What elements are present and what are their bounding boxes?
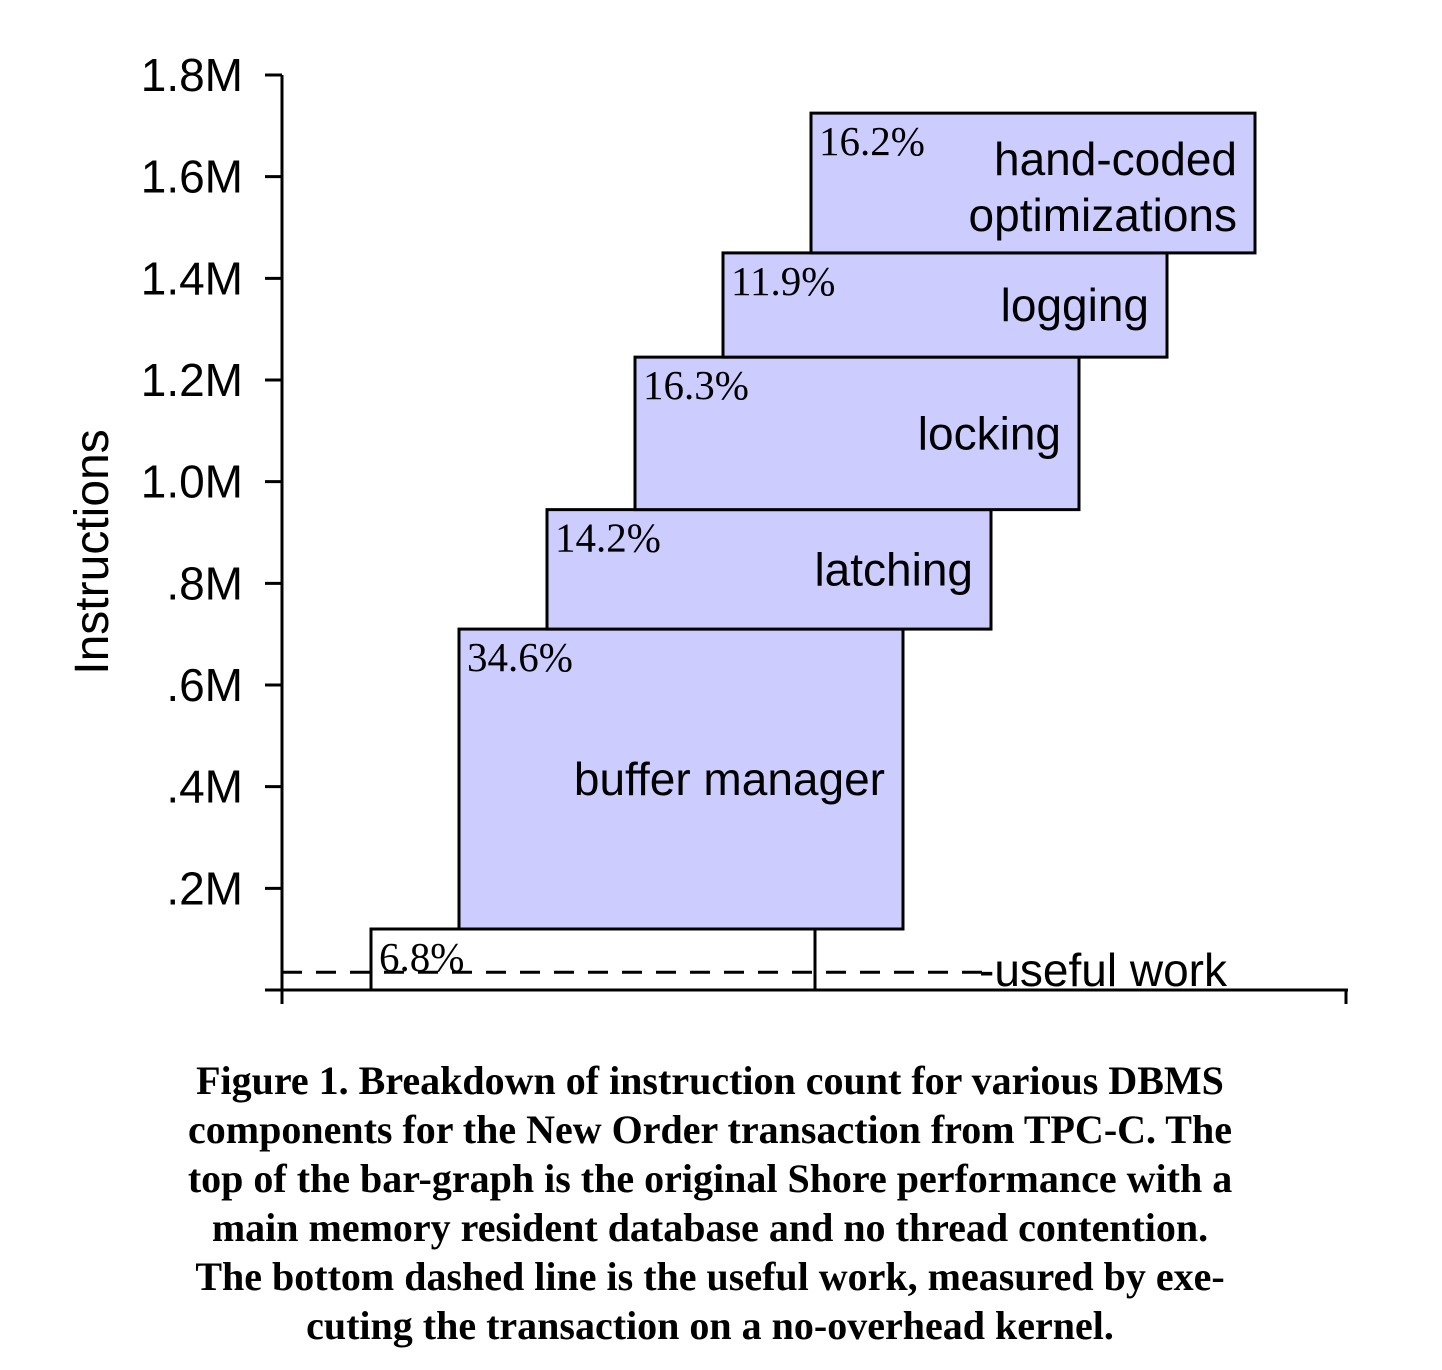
y-tick-label: .6M [166,659,243,711]
y-tick-label: .4M [166,761,243,813]
bar-segment [721,251,1169,359]
y-tick-label: 1.4M [141,252,243,304]
y-tick-label: 1.2M [141,354,243,406]
segment-percent-label: 16.3% [643,362,749,408]
y-tick-label: 1.0M [141,456,243,508]
figure-caption: Figure 1. Breakdown of instruction count… [40,1056,1380,1350]
segment-name-label: locking [918,407,1061,459]
segment-name-label: latching [814,543,973,595]
y-tick-label: .2M [166,862,243,914]
segment-name-label: buffer manager [574,753,885,805]
segment-name-label: logging [1001,279,1149,331]
y-tick-label: 1.6M [141,151,243,203]
segment-percent-label: 16.2% [819,118,925,164]
y-tick-label: .8M [166,557,243,609]
y-axis-title: Instructions [66,429,119,674]
bar-segment [369,927,817,992]
bar-segment [633,355,1081,512]
instruction-breakdown-chart: Instructions 1.8M 1.6M 1.4M 1.2M 1.0M .8M .6M.… [66,49,1348,1004]
y-ticks: 1.8M 1.6M 1.4M 1.2M 1.0M .8M .6M .4M .2M [141,49,282,914]
segment-percent-label: 34.6% [467,634,573,680]
bar-segment [809,111,1257,255]
caption-line: cuting the transaction on a no-overhead … [306,1303,1114,1348]
segment-name-label: hand-coded [994,133,1237,185]
caption-line: main memory resident database and no thr… [211,1205,1209,1250]
caption-line: top of the bar-graph is the original Sho… [187,1156,1233,1201]
caption-line: components for the New Order transaction… [188,1107,1232,1152]
useful-work-label: -useful work [979,944,1228,996]
bar-segments: 6.8%34.6%buffer manager14.2%latching16.3… [369,111,1257,992]
segment-name-label: optimizations [969,189,1237,241]
caption-line: The bottom dashed line is the useful wor… [195,1254,1225,1299]
y-tick-label: 1.8M [141,49,243,101]
useful-work-reference: -useful work [282,944,1228,996]
caption-line: Figure 1. Breakdown of instruction count… [196,1058,1224,1103]
segment-percent-label: 14.2% [555,515,661,561]
segment-percent-label: 11.9% [731,258,835,304]
